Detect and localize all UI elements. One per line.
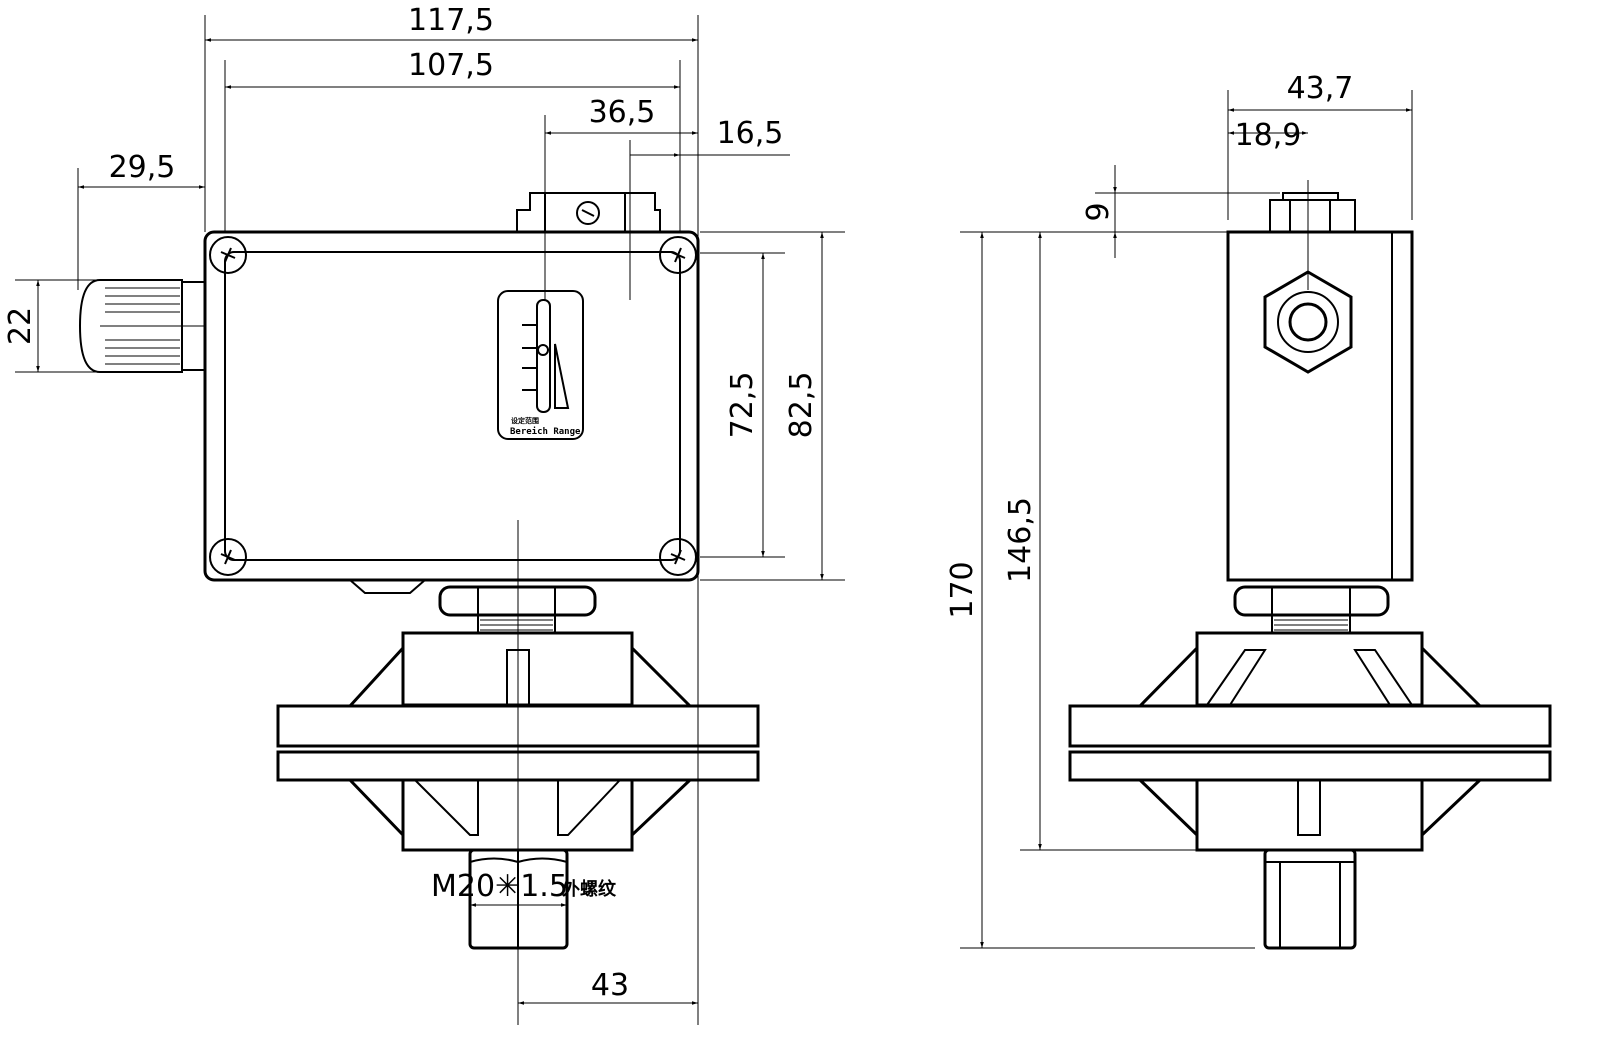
dim-center-offset: 43 [591,968,629,1003]
thread-label: M20✳1.5 [431,869,568,904]
dim-overall-width: 117,5 [408,3,494,38]
dim-center-depth: 18,9 [1235,118,1302,153]
dim-gland-diameter: 22 [3,307,38,345]
pressure-port-hex [1263,270,1353,374]
dim-connector-offset: 36,5 [589,95,656,130]
side-housing [1226,230,1414,582]
dim-inner-height: 72,5 [725,372,760,439]
front-dimensions: 117,5 107,5 36,5 16,5 29,5 22 72,5 82,5 … [3,3,845,1025]
scale-label: Bereich Range [510,426,581,437]
thread-label-cn: 外螺纹 [562,878,617,900]
front-view: 设定范围 Bereich Range [78,115,760,1025]
side-view [1068,180,1552,950]
scale-window: 设定范围 Bereich Range [497,290,584,440]
housing-lid [224,251,681,561]
dim-total-height: 170 [945,561,980,618]
side-dimensions: 43,7 18,9 9 170 146,5 [945,71,1413,949]
cable-gland [78,279,206,373]
dim-outer-height: 82,5 [784,372,819,439]
dim-body-to-flange: 146,5 [1003,497,1038,583]
dim-gland-length: 29,5 [109,150,176,185]
screw-icons [209,236,697,576]
dim-gland-height: 9 [1081,202,1116,221]
scale-label-cn: 设定范围 [511,416,539,425]
dim-inner-width: 107,5 [408,48,494,83]
dim-screw-offset: 16,5 [717,116,784,151]
housing-outline [203,230,700,582]
top-connector [516,192,661,232]
dim-depth: 43,7 [1287,71,1354,106]
